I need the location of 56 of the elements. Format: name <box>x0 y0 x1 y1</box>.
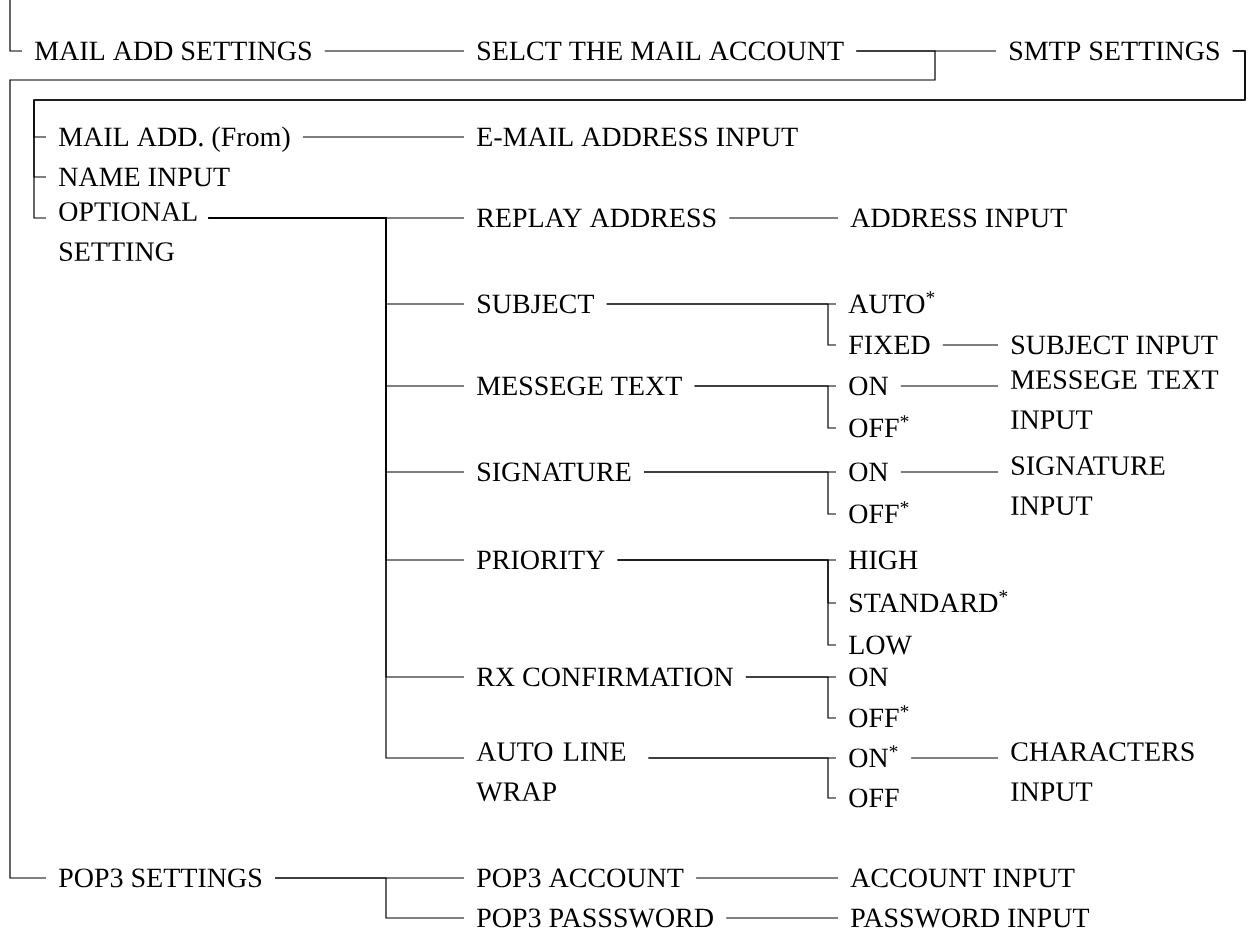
menu-item: OFF <box>849 788 899 808</box>
menu-item: MESSEGE TEXT <box>477 376 682 396</box>
menu-item: SUBJECT INPUT <box>1012 335 1218 355</box>
menu-item: OFF$^{*}$ <box>849 705 909 728</box>
menu-item: CHARACTERS INPUT <box>1011 742 1194 801</box>
menu-item: ON <box>849 462 888 482</box>
menu-item: HIGH <box>849 550 918 570</box>
menu-item: LOW <box>849 635 912 655</box>
connector-line <box>616 559 837 646</box>
menu-item: SELCT THE MAIL ACCOUNT <box>478 41 844 61</box>
connector-line <box>302 136 465 138</box>
menu-item: ON$^{*}$ <box>849 745 898 768</box>
connector-line <box>728 217 839 219</box>
menu-item: MAIL ADD SETTINGS <box>35 41 311 61</box>
menu-item: PRIORITY <box>477 550 605 570</box>
menu-item: AUTO$^{*}$ <box>848 291 935 314</box>
menu-item: MAIL ADD. (From) <box>59 126 290 152</box>
menu-item: OFF$^{*}$ <box>849 415 909 438</box>
connector-line <box>942 344 999 346</box>
menu-item: SIGNATURE INPUT <box>1011 456 1165 515</box>
menu-item: POP3 ACCOUNT <box>477 868 684 888</box>
menu-item: SIGNATURE <box>478 462 631 482</box>
connector-line <box>324 50 465 52</box>
connector-line <box>9 0 23 52</box>
menu-item: POP3 PASSSWORD <box>477 908 713 928</box>
connector-line <box>900 385 999 387</box>
connector-line <box>693 385 837 429</box>
menu-item: SUBJECT <box>478 294 594 314</box>
menu-item: PASSWORD INPUT <box>851 908 1090 928</box>
menu-item: SMTP SETTINGS <box>1010 41 1219 61</box>
menu-item: MESSEGE TEXT INPUT <box>1011 370 1219 429</box>
menu-item: AUTO LINE WRAP <box>476 742 626 802</box>
connector-line <box>643 471 837 515</box>
menu-item: OFF$^{*}$ <box>849 501 909 524</box>
connector-line <box>900 471 999 473</box>
connector-line <box>274 877 465 919</box>
menu-item: E-MAIL ADDRESS INPUT <box>477 127 798 147</box>
connector-line <box>695 877 839 879</box>
menu-item: FIXED <box>849 335 930 355</box>
menu-item: ADDRESS INPUT <box>850 208 1067 228</box>
menu-item: REPLAY ADDRESS <box>477 208 716 228</box>
connector-line <box>9 50 936 879</box>
connector-line <box>606 303 837 346</box>
menu-item: ON <box>849 667 888 687</box>
menu-item: POP3 SETTINGS <box>59 868 262 888</box>
menu-item: ON <box>849 376 888 396</box>
menu-item: RX CONFIRMATION <box>477 667 733 687</box>
menu-item: STANDARD$^{*}$ <box>850 590 1008 613</box>
menu-item: ACCOUNT INPUT <box>850 868 1075 888</box>
connector-line <box>725 917 839 919</box>
connector-line <box>647 757 837 799</box>
connector-line <box>910 757 999 759</box>
menu-item: NAME INPUT <box>59 167 230 187</box>
connector-line <box>745 676 837 719</box>
menu-item: OPTIONAL SETTING <box>59 202 197 261</box>
connector-line <box>33 50 1246 219</box>
